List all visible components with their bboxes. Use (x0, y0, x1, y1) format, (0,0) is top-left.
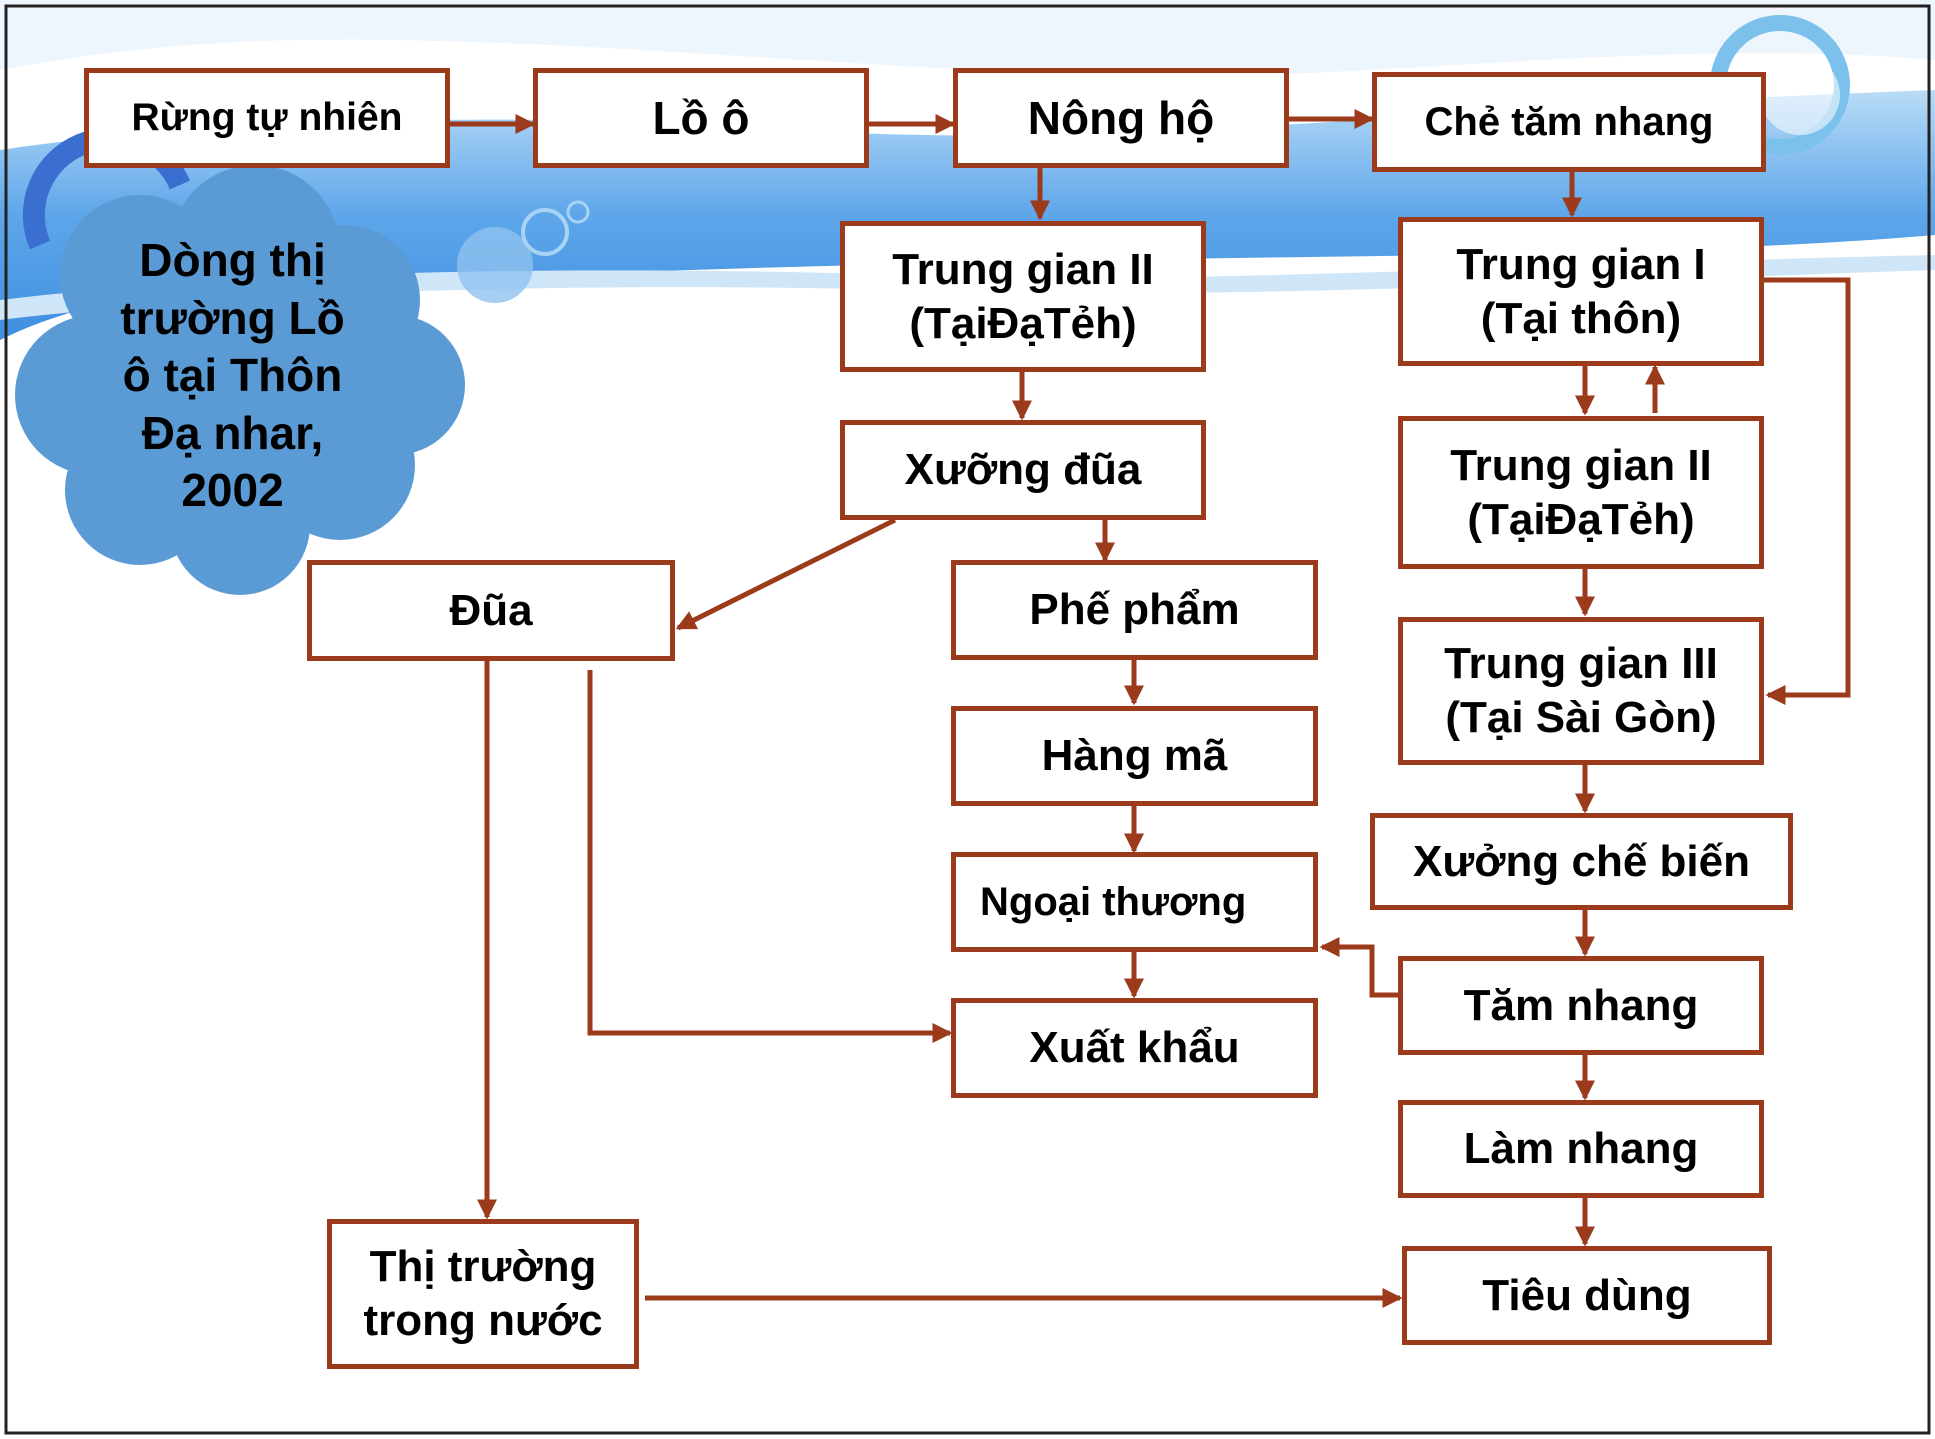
node-xuat-khau: Xuất khẩu (951, 998, 1318, 1098)
node-hang-ma: Hàng mã (951, 706, 1318, 806)
cloud-title: Dòng thị trường Lồ ô tại Thôn Đạ nhar, 2… (120, 234, 345, 516)
cloud-shape (15, 127, 465, 595)
bubble-decoration (521, 208, 569, 256)
node-dua: Đũa (307, 560, 675, 661)
node-trung-gian-i: Trung gian I (Tại thôn) (1398, 217, 1764, 366)
background-wave-top (0, 0, 1935, 76)
slide-frame (4, 4, 1931, 1435)
bubble-decoration (457, 227, 533, 303)
arrow-xuongdua-to-dua (675, 517, 897, 631)
node-trung-gian-ii-left: Trung gian II (TạiĐạTẻh) (840, 221, 1206, 372)
node-nong-ho: Nông hộ (953, 68, 1289, 168)
node-thi-truong-trong-nuoc: Thị trường trong nước (327, 1219, 639, 1369)
background-ring-inner (1760, 55, 1840, 135)
node-xuong-dua: Xưỡng đũa (840, 420, 1206, 520)
node-trung-gian-ii-right: Trung gian II (TạiĐạTẻh) (1398, 416, 1764, 569)
node-tieu-dung: Tiêu dùng (1402, 1246, 1772, 1345)
arrow-tg1-to-tg3 (1763, 277, 1851, 705)
node-che-tam-nhang: Chẻ tăm nhang (1372, 72, 1766, 172)
arrow-tamnhang-to-ngoaithuong (1319, 937, 1400, 998)
arrow-dua-to-xuatkhau (587, 670, 953, 1043)
node-tam-nhang: Tăm nhang (1398, 956, 1764, 1055)
node-lam-nhang: Làm nhang (1398, 1100, 1764, 1198)
node-ngoai-thuong: Ngoại thương (951, 852, 1318, 952)
node-xuong-che-bien: Xưởng chế biến (1370, 813, 1793, 910)
bubble-decoration (566, 200, 590, 224)
node-lo-o: Lồ ô (533, 68, 869, 168)
node-phe-pham: Phế phẩm (951, 560, 1318, 660)
node-rung-tu-nhien: Rừng tự nhiên (84, 68, 450, 168)
node-trung-gian-iii: Trung gian III (Tại Sài Gòn) (1398, 617, 1764, 765)
